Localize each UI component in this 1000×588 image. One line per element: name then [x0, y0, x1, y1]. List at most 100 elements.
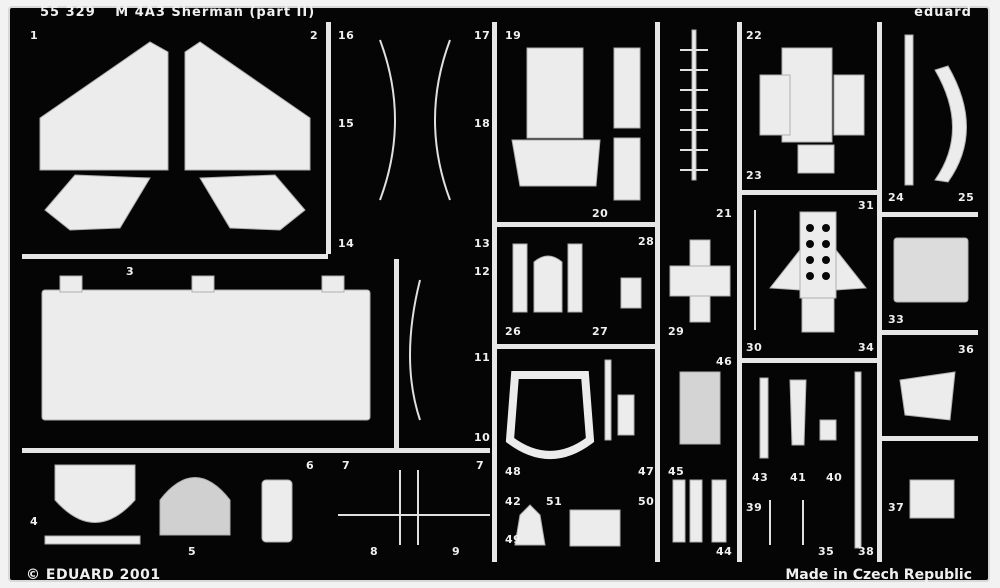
label-50: 50 — [638, 495, 655, 508]
label-5: 5 — [188, 545, 197, 558]
part-22-left — [759, 74, 791, 136]
part-31-body — [799, 211, 837, 299]
divider-v-5 — [877, 22, 882, 562]
label-27: 27 — [592, 325, 609, 338]
label-35: 35 — [818, 545, 835, 558]
label-51: 51 — [546, 495, 563, 508]
divider-v-mid — [394, 259, 399, 448]
part-29-cross-h — [669, 265, 731, 297]
label-46: 46 — [716, 355, 733, 368]
part-19-lower — [511, 139, 601, 187]
part-51-box — [569, 509, 621, 547]
divider-h-right-3 — [742, 190, 879, 195]
part-5-mesh — [159, 477, 231, 536]
divider-h-far-right-3 — [882, 436, 978, 441]
label-40: 40 — [826, 471, 843, 484]
copyright-text: © EDUARD 2001 — [26, 567, 161, 583]
part-33-mesh — [893, 237, 969, 303]
label-37: 37 — [888, 501, 905, 514]
part-47-bar — [604, 359, 612, 441]
label-47: 47 — [638, 465, 655, 478]
label-20: 20 — [592, 207, 609, 220]
part-41-blade — [789, 379, 807, 446]
origin-text: Made in Czech Republic — [785, 567, 972, 583]
part-45-strip-b — [689, 479, 703, 543]
part-45-strip-a — [672, 479, 686, 543]
label-21: 21 — [716, 207, 733, 220]
divider-h-right-1 — [497, 222, 657, 227]
divider-h-far-right-2 — [882, 330, 978, 335]
label-45: 45 — [668, 465, 685, 478]
part-3-tab-2 — [191, 275, 215, 293]
part-21-strip — [691, 29, 697, 181]
label-26: 26 — [505, 325, 522, 338]
label-8: 8 — [370, 545, 379, 558]
divider-h-right-4 — [742, 358, 879, 363]
divider-v-2 — [492, 22, 497, 562]
divider-v-1 — [326, 22, 331, 254]
divider-h-right-2 — [497, 344, 657, 349]
label-7a: 7 — [342, 459, 351, 472]
label-36: 36 — [958, 343, 975, 356]
fret-code: 55 329 M 4A3 Sherman (part II) — [40, 6, 315, 19]
label-9: 9 — [452, 545, 461, 558]
part-4-strip — [44, 535, 141, 545]
part-48-frame — [505, 371, 595, 459]
label-28: 28 — [638, 235, 655, 248]
brand-logo: eduard — [914, 5, 972, 20]
label-48: 48 — [505, 465, 522, 478]
part-3-tab-1 — [59, 275, 83, 293]
label-44: 44 — [716, 545, 733, 558]
label-25: 25 — [958, 191, 975, 204]
label-30: 30 — [746, 341, 763, 354]
part-26-27-bridge — [533, 255, 563, 313]
part-42-bracket — [819, 419, 837, 441]
part-25-arc — [934, 65, 967, 183]
label-42: 42 — [505, 495, 522, 508]
sprue-8-9 — [338, 470, 490, 545]
label-41: 41 — [790, 471, 807, 484]
label-31: 31 — [858, 199, 875, 212]
part-31-foot — [801, 297, 835, 333]
label-29: 29 — [668, 325, 685, 338]
part-46-mesh — [679, 371, 721, 445]
label-14: 14 — [338, 237, 355, 250]
label-23: 23 — [746, 169, 763, 182]
label-24: 24 — [888, 191, 905, 204]
label-49: 49 — [505, 533, 522, 546]
label-2: 2 — [310, 29, 319, 42]
label-4: 4 — [30, 515, 39, 528]
part-38-rod — [854, 371, 862, 549]
part-37-frame — [909, 479, 955, 519]
part-36-flag — [899, 371, 956, 421]
label-17: 17 — [474, 29, 491, 42]
label-39: 39 — [746, 501, 763, 514]
divider-v-4 — [737, 22, 742, 562]
part-26-arm — [512, 243, 528, 313]
label-18: 18 — [474, 117, 491, 130]
label-34: 34 — [858, 341, 875, 354]
part-49-cone — [514, 504, 546, 546]
part-16-17-cross — [379, 39, 451, 201]
label-12: 12 — [474, 265, 491, 278]
part-24-rod — [904, 34, 914, 186]
label-7b: 7 — [476, 459, 485, 472]
divider-h-far-right-1 — [882, 212, 978, 217]
label-33: 33 — [888, 313, 905, 326]
part-44-strip — [711, 479, 727, 543]
part-23-base — [797, 144, 835, 174]
part-3-panel — [41, 289, 371, 421]
sprue-39 — [769, 500, 804, 545]
fret-code-number: 55 329 — [40, 5, 96, 20]
divider-v-3 — [655, 22, 660, 562]
label-3: 3 — [126, 265, 135, 278]
part-2-skirt — [199, 174, 306, 231]
part-6-plate — [261, 479, 293, 543]
label-16: 16 — [338, 29, 355, 42]
label-38: 38 — [858, 545, 875, 558]
part-43-rod — [759, 377, 769, 459]
part-19-block — [526, 47, 584, 139]
part-27-arm — [567, 243, 583, 313]
